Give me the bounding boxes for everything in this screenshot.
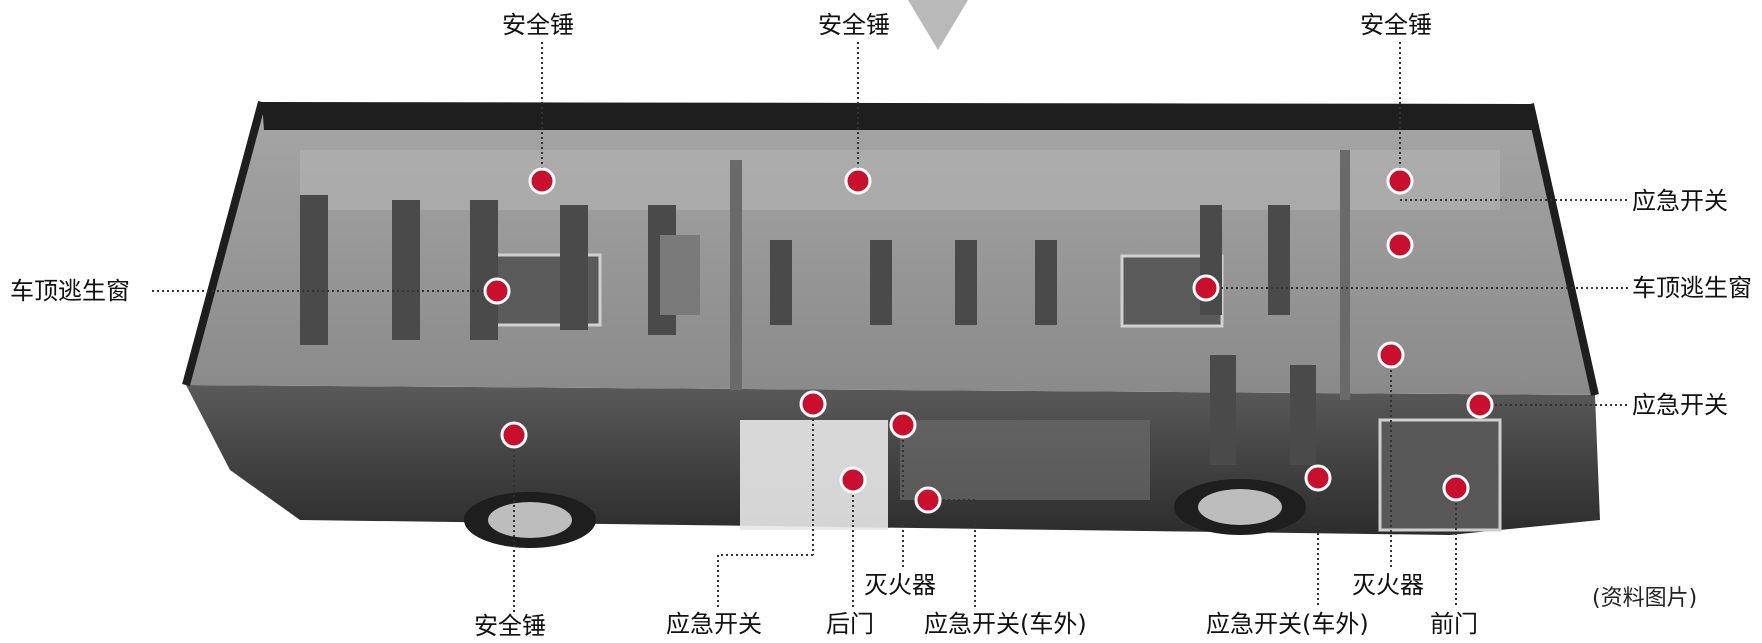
- label-hammer-bottom: 安全锤: [474, 612, 546, 640]
- triangle-down-icon: [908, 0, 968, 50]
- red-dot-icon: [483, 277, 511, 305]
- red-dot-icon: [528, 167, 556, 195]
- label-hammer-top-3: 安全锤: [1360, 11, 1432, 39]
- leader-lines: [152, 42, 1630, 612]
- red-dot-icon: [500, 421, 528, 449]
- red-dot-icon: [889, 411, 917, 439]
- label-extinguisher-1: 灭火器: [864, 571, 936, 599]
- source-note: (资料图片): [1592, 586, 1698, 611]
- red-dot-icon: [1466, 391, 1494, 419]
- wheel-front: [1174, 479, 1306, 535]
- label-front-door: 前门: [1430, 610, 1478, 638]
- label-extinguisher-2: 灭火器: [1352, 571, 1424, 599]
- label-emergency-switch-bottom: 应急开关: [666, 610, 762, 638]
- label-emergency-switch-right-upper: 应急开关: [1632, 187, 1728, 215]
- label-outside-switch-2: 应急开关(车外): [1206, 610, 1369, 638]
- red-dot-icon: [1442, 474, 1470, 502]
- label-hammer-top-1: 安全锤: [502, 11, 574, 39]
- label-roof-window-right: 车顶逃生窗: [1632, 274, 1752, 302]
- red-dot-icon: [1386, 167, 1414, 195]
- red-dot-icon: [1386, 231, 1414, 259]
- front-door-shape: [1378, 418, 1502, 532]
- label-hammer-top-2: 安全锤: [818, 11, 890, 39]
- label-roof-window-left: 车顶逃生窗: [10, 277, 130, 305]
- red-dot-markers: [483, 167, 1494, 514]
- red-dot-icon: [799, 390, 827, 418]
- bus-roof-rim: [262, 102, 1532, 130]
- label-rear-door: 后门: [826, 610, 874, 638]
- wheel-rear: [464, 492, 596, 548]
- red-dot-icon: [1304, 464, 1332, 492]
- red-dot-icon: [914, 486, 942, 514]
- label-emergency-switch-right-lower: 应急开关: [1632, 391, 1728, 419]
- label-outside-switch-1: 应急开关(车外): [924, 610, 1087, 638]
- red-dot-icon: [839, 466, 867, 494]
- red-dot-icon: [1377, 341, 1405, 369]
- red-dot-icon: [1192, 274, 1220, 302]
- red-dot-icon: [844, 167, 872, 195]
